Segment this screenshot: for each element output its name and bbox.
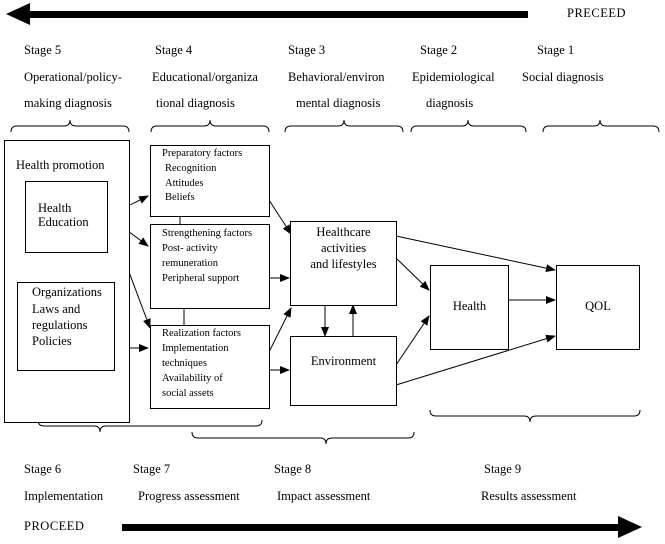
stage5-line2: making diagnosis (24, 96, 112, 110)
brace-stage9 (429, 409, 641, 423)
brace-stage3 (284, 119, 404, 133)
bottom-braces (37, 409, 641, 445)
stage3-line2: mental diagnosis (296, 96, 381, 110)
stage8-label: Impact assessment (277, 489, 371, 503)
arrow-environment-to-health (395, 315, 430, 366)
realization-item1: Implementation (162, 343, 229, 354)
preparatory-item1: Recognition (165, 163, 217, 174)
preparatory-title: Preparatory factors (162, 148, 243, 159)
realization-factors-box (150, 325, 270, 409)
environment-box (290, 336, 397, 406)
proceed-arrow (122, 516, 642, 538)
stage4-line1: Educational/organiza (152, 70, 258, 84)
brace-stage7-8 (191, 431, 415, 445)
strengthening-factors-box (150, 224, 270, 309)
stage1-line1: Social diagnosis (522, 70, 604, 84)
stage9-label: Results assessment (481, 489, 577, 503)
stage9-number: Stage 9 (484, 462, 522, 476)
organizations-line1: Organizations (32, 285, 102, 299)
health-education-line2: Education (38, 215, 89, 229)
stage8-number: Stage 8 (274, 462, 312, 476)
stage3-line1: Behavioral/environ (288, 70, 385, 84)
strengthening-item1: Post- activity (162, 243, 218, 254)
arrow-preparatory-to-healthcare (268, 199, 292, 235)
realization-item4: social assets (162, 388, 214, 399)
strengthening-item2: remuneration (162, 258, 218, 269)
stage1-number: Stage 1 (537, 43, 575, 57)
strengthening-title: Strengthening factors (162, 228, 253, 239)
strengthening-item3: Peripheral support (162, 273, 240, 284)
realization-item2: techniques (162, 358, 207, 369)
preceed-label: PRECEED (567, 6, 627, 20)
health-promotion-title: Health promotion (16, 158, 105, 172)
arrow-healthcare-to-health (395, 257, 430, 291)
brace-stage5 (10, 119, 130, 133)
stage5-number: Stage 5 (24, 43, 62, 57)
health-education-line1: Health (38, 201, 72, 215)
top-braces (10, 119, 660, 133)
qol-label: QOL (585, 299, 611, 313)
health-box (430, 265, 509, 350)
healthcare-line2: activities (320, 241, 367, 255)
realization-title: Realization factors (162, 328, 242, 339)
stage2-line2: diagnosis (426, 96, 474, 110)
preceed-arrow (6, 3, 528, 25)
healthcare-line1: Healthcare (316, 225, 371, 239)
stage2-line1: Epidemiological (412, 70, 495, 84)
organizations-box (17, 282, 115, 371)
healthcare-line3: and lifestyles (310, 257, 377, 271)
stage7-number: Stage 7 (133, 462, 171, 476)
stage5-line1: Operational/policy- (24, 70, 122, 84)
preparatory-item3: Beliefs (165, 192, 195, 203)
stage7-label: Progress assessment (138, 489, 240, 503)
proceed-label: PROCEED (24, 519, 85, 533)
health-label: Health (452, 299, 487, 313)
preparatory-factors-box (150, 145, 270, 217)
arrow-environment-to-qol (395, 334, 556, 386)
stage4-line2: tional diagnosis (156, 96, 235, 110)
realization-item3: Availability of (162, 373, 223, 384)
health-education-box (25, 181, 108, 253)
brace-stage4 (150, 119, 270, 133)
brace-stage1 (542, 119, 660, 133)
environment-label: Environment (310, 354, 377, 368)
healthcare-box (290, 221, 397, 306)
organizations-line2: Laws and (32, 302, 81, 316)
brace-stage6 (37, 419, 263, 433)
stage6-number: Stage 6 (24, 462, 62, 476)
qol-box (556, 265, 640, 350)
arrow-healthcare-to-qol (395, 235, 556, 273)
brace-stage2 (410, 119, 527, 133)
preparatory-item2: Attitudes (165, 178, 204, 189)
organizations-line3: regulations (32, 318, 88, 332)
stage4-number: Stage 4 (155, 43, 193, 57)
stage6-label: Implementation (24, 489, 104, 503)
stage3-number: Stage 3 (288, 43, 326, 57)
arrow-realization-to-healthcare (268, 307, 292, 353)
organizations-line4: Policies (32, 334, 72, 348)
stage2-number: Stage 2 (420, 43, 458, 57)
